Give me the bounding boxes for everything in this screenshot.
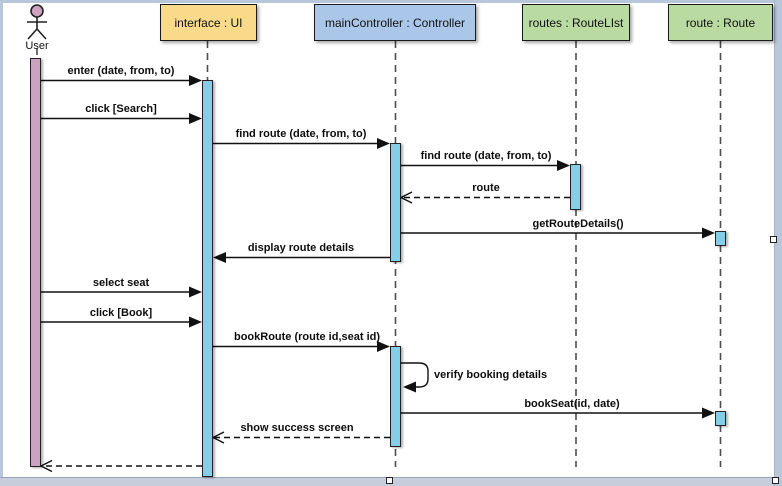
return-arrows <box>39 191 570 473</box>
activation-maincontroller-2[interactable] <box>390 346 401 447</box>
selection-handle-bottom-middle[interactable] <box>386 477 393 484</box>
message-label: click [Search] <box>85 103 157 115</box>
activation-interface[interactable] <box>202 80 213 477</box>
message-label: bookRoute (route id,seat id) <box>233 331 381 343</box>
lifeline-header-maincontroller[interactable]: mainController : Controller <box>314 4 476 41</box>
message-label: route <box>472 182 500 194</box>
lifeline-label: mainController : Controller <box>324 15 466 30</box>
selection-handle-bottom-right[interactable] <box>772 477 779 484</box>
activation-maincontroller-1[interactable] <box>390 143 401 262</box>
message-label: verify booking details <box>434 369 548 381</box>
message-label: enter (date, from, to) <box>67 65 175 77</box>
message-label: click [Book] <box>89 307 153 319</box>
activation-routes[interactable] <box>570 164 581 210</box>
activation-route-1[interactable] <box>715 231 726 246</box>
message-label: getRouteDetails() <box>532 218 624 230</box>
lifeline-label: routes : RouteLIst <box>528 15 624 30</box>
lifeline-header-interface[interactable]: interface : UI <box>160 4 257 41</box>
lifeline-header-routes[interactable]: routes : RouteLIst <box>522 4 630 41</box>
activation-user[interactable] <box>30 58 41 467</box>
self-message-loop <box>401 362 429 388</box>
lifeline-label: interface : UI <box>174 15 243 30</box>
message-label: bookSeat(id, date) <box>524 398 620 410</box>
lifeline-header-route[interactable]: route : Route <box>668 4 773 41</box>
user-actor-icon[interactable] <box>27 4 47 40</box>
message-label: find route (date, from, to) <box>420 150 552 162</box>
message-label: display route details <box>247 242 355 254</box>
diagram-canvas[interactable] <box>3 3 774 477</box>
message-label: show success screen <box>240 422 354 434</box>
right-scroll-strip[interactable] <box>774 0 782 486</box>
lifeline-label: route : Route <box>685 15 756 30</box>
message-label: select seat <box>92 277 150 289</box>
message-arrows <box>41 79 704 414</box>
selection-handle-right-middle[interactable] <box>770 236 777 243</box>
activation-route-2[interactable] <box>715 411 726 426</box>
actor-label: User <box>25 40 49 52</box>
message-label: find route (date, from, to) <box>235 128 367 140</box>
